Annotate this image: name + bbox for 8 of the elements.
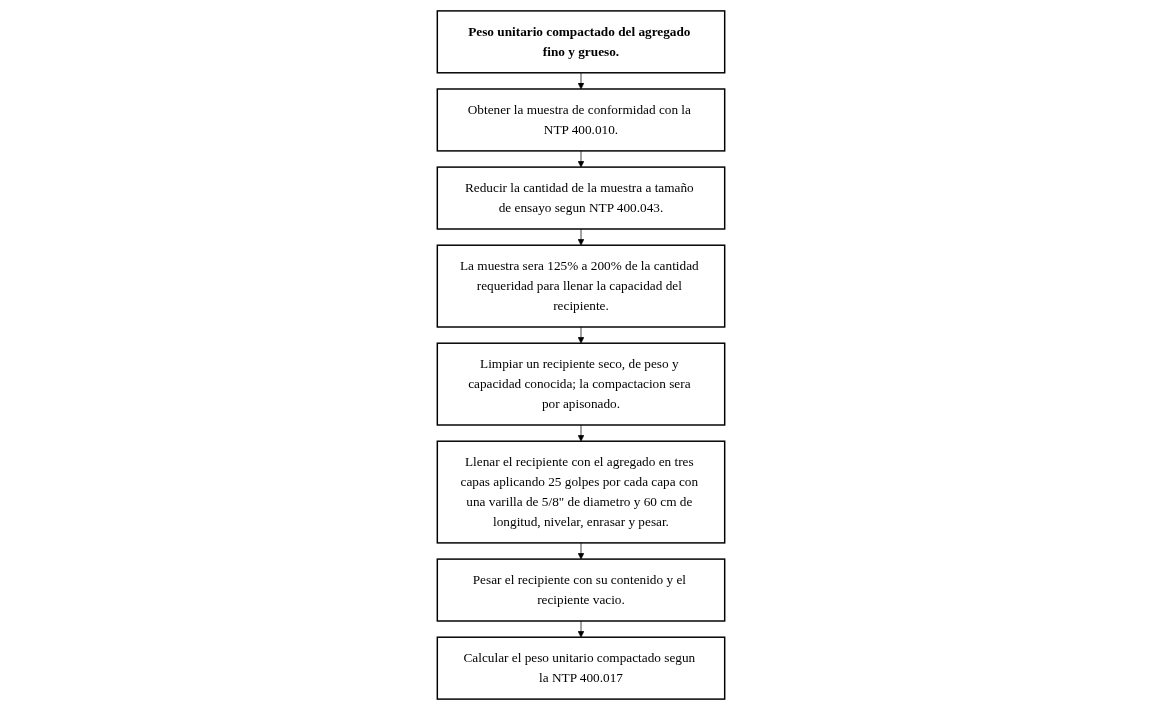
node-box: Limpiar un recipiente seco, de peso y capacidad conocida; la compactacion sera por apisonado. [436,342,726,426]
node-box: Calcular el peso unitario compactado segun la NTP 400.017 [436,636,726,700]
node-box: Llenar el recipiente con el agregado en tres capas aplicando 25 golpes por cada capa con una varilla de 5/8" de diametro y 60 cm de longitud, nivelar, enrasar y pesar. [436,440,726,544]
node-box: Reducir la cantidad de la muestra a tamaño de ensayo segun NTP 400.043. [436,166,726,230]
node-box: Peso unitario compactado del agregado fino y grueso. [436,10,726,74]
node-box: La muestra sera 125% a 200% de la cantidad requeridad para llenar la capacidad del recipiente. [436,244,726,328]
node-box: Pesar el recipiente con su contenido y el recipiente vacio. [436,558,726,622]
node-box: Obtener la muestra de conformidad con la NTP 400.010. [436,88,726,152]
